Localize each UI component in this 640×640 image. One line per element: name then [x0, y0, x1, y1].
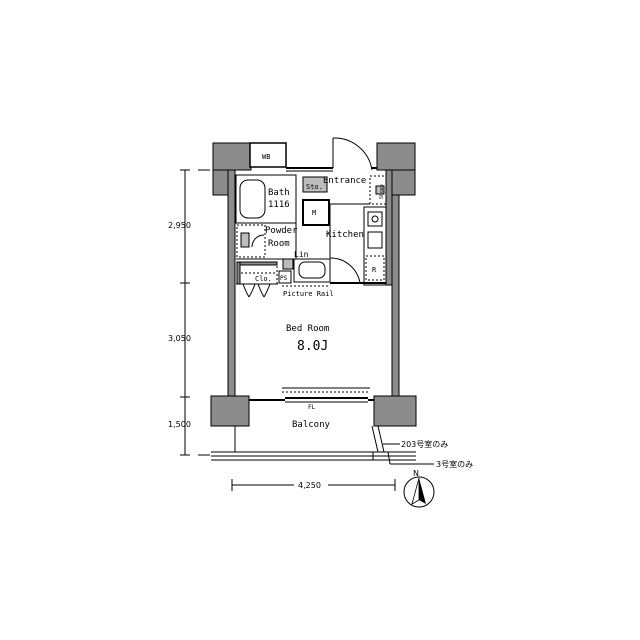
note-203: 203号室のみ: [401, 439, 448, 449]
dim-1500: 1,500: [168, 420, 191, 429]
bath-enclosure: [235, 174, 297, 224]
dim-3050: 3,050: [168, 334, 191, 343]
bedroom-label: Bed Room: [286, 324, 329, 334]
m-label: M: [312, 209, 316, 217]
lin-label: Lin: [294, 250, 309, 259]
shoes-cabinet: [369, 175, 387, 205]
sto-box: [302, 176, 328, 193]
dim-4250: 4,250: [298, 481, 321, 490]
powder-room-label: Room: [268, 239, 290, 249]
ps-label: PS: [280, 275, 288, 282]
note-3: 3号室のみ: [436, 459, 473, 469]
bath-size-label: 1116: [268, 200, 290, 210]
powder-label: Powder: [265, 226, 298, 236]
r-label: R: [372, 266, 377, 274]
bath-label: Bath: [268, 188, 290, 198]
picture-rail-label: Picture Rail: [283, 290, 334, 298]
washer-box: [302, 199, 330, 226]
bedroom-size-label: 8.0J: [297, 339, 328, 354]
vertical-dimension: [180, 169, 210, 456]
right-wall: [391, 194, 400, 401]
entrance-door: [332, 137, 373, 171]
kitchen-label: Kitchen: [326, 230, 364, 240]
kitchen-counter: [363, 206, 387, 286]
wb-box: [249, 142, 287, 168]
clo-label: Clo.: [255, 275, 272, 283]
north-compass-icon: [403, 476, 435, 508]
compass-label: N: [413, 469, 419, 478]
closet-doors: [242, 283, 271, 298]
balcony-label: Balcony: [292, 420, 331, 430]
fl-label: FL: [308, 404, 316, 411]
wb-label: WB: [262, 153, 270, 161]
sto-label: Sto.: [306, 183, 323, 191]
bottom-left-wall: [210, 395, 250, 427]
balcony-window: [282, 387, 370, 403]
shoes-label: Shoes: [379, 184, 385, 199]
toilet-box: [293, 258, 331, 283]
powder-room-box: [236, 224, 266, 258]
bottom-right-wall: [373, 395, 417, 427]
left-wall: [227, 169, 236, 401]
dim-2950: 2,950: [168, 221, 191, 230]
balcony-edge: [211, 451, 416, 461]
entrance-label: Entrance: [323, 176, 366, 186]
